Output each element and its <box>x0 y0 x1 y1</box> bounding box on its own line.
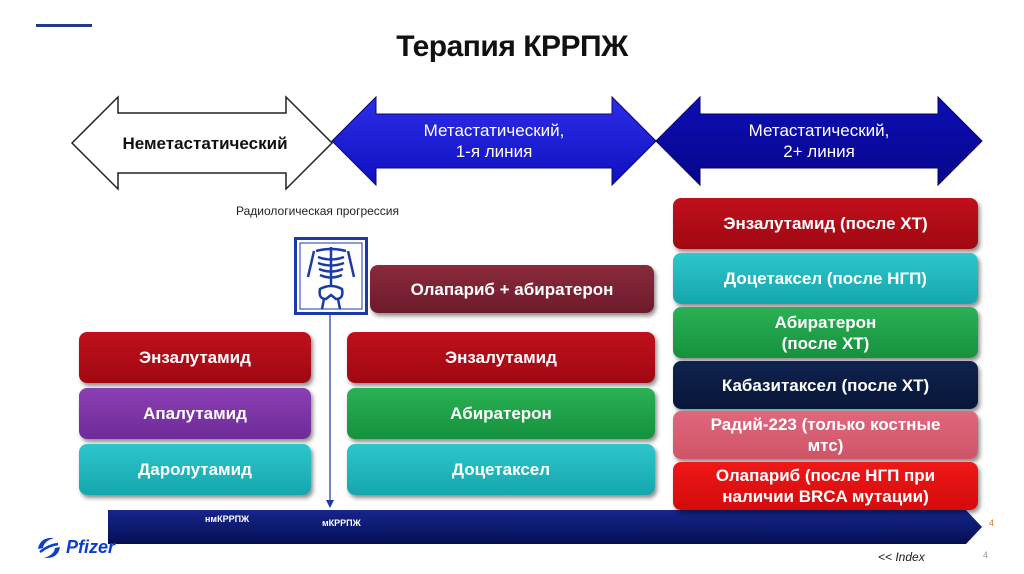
radiologic-progression-label: Радиологическая прогрессия <box>236 204 400 218</box>
nonmetastatic-label: Неметастатический <box>122 133 288 153</box>
top-accent-line <box>36 24 92 27</box>
met1-drug-abiraterone: Абиратерон <box>347 388 655 439</box>
pfizer-wordmark: Pfizer <box>66 537 116 557</box>
nonmet-drug-enzalutamide: Энзалутамид <box>79 332 311 383</box>
met2-cabazitaxel: Кабазитаксел (после ХТ) <box>673 361 978 409</box>
nonmet-drug-darolutamide: Даролутамид <box>79 444 311 495</box>
page-number-bottom: 4 <box>983 550 989 560</box>
timeline-arrow <box>108 510 982 544</box>
met2-docetaxel: Доцетаксел (после НГП) <box>673 253 978 304</box>
pfizer-logo: Pfizer <box>34 532 124 564</box>
met2-abiraterone: Абиратерон(после ХТ) <box>673 307 978 358</box>
nonmetastatic-arrow <box>70 95 334 191</box>
met2-enzalutamide: Энзалутамид (после ХТ) <box>673 198 978 249</box>
metastatic-2plus-line-arrow <box>655 95 983 187</box>
page-number-top: 4 <box>989 518 995 528</box>
met1-drug-enzalutamide: Энзалутамид <box>347 332 655 383</box>
metastatic-1st-line-label: Метастатический,1-я линия <box>423 121 565 161</box>
nonmet-drug-apalutamide: Апалутамид <box>79 388 311 439</box>
timeline-mcrpc-label: мКРРПЖ <box>322 518 361 528</box>
pfizer-swirl-icon <box>38 537 60 559</box>
metastatic-2plus-line-label: Метастатический,2+ линия <box>748 121 890 161</box>
skeleton-xray-icon <box>294 237 368 315</box>
index-link[interactable]: << Index <box>878 550 925 564</box>
page-title: Терапия КРРПЖ <box>396 30 628 63</box>
met1-drug-docetaxel: Доцетаксел <box>347 444 655 495</box>
met1-olaparib-abiraterone: Олапариб + абиратерон <box>370 265 654 313</box>
timeline-nmcrpc-label: нмКРРПЖ <box>205 514 250 524</box>
